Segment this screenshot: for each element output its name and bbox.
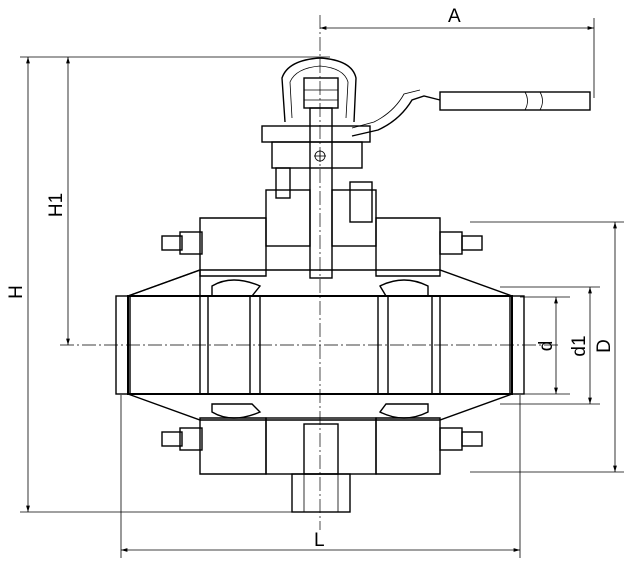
dim-label-h1: H1 <box>46 193 67 217</box>
dim-label-d: d <box>536 341 557 352</box>
dim-label-big-d: D <box>594 339 615 353</box>
valve-stem <box>261 107 377 279</box>
lower-body <box>161 417 483 513</box>
dim-label-l: L <box>314 530 325 551</box>
lever-handle <box>281 57 591 137</box>
dim-label-a: A <box>448 6 461 27</box>
valve-body <box>115 269 525 421</box>
upper-body <box>161 217 483 277</box>
dim-label-h: H <box>6 285 27 299</box>
dim-label-d1: d1 <box>569 335 590 356</box>
center-lines <box>60 15 560 530</box>
dimension-lines <box>20 18 624 558</box>
